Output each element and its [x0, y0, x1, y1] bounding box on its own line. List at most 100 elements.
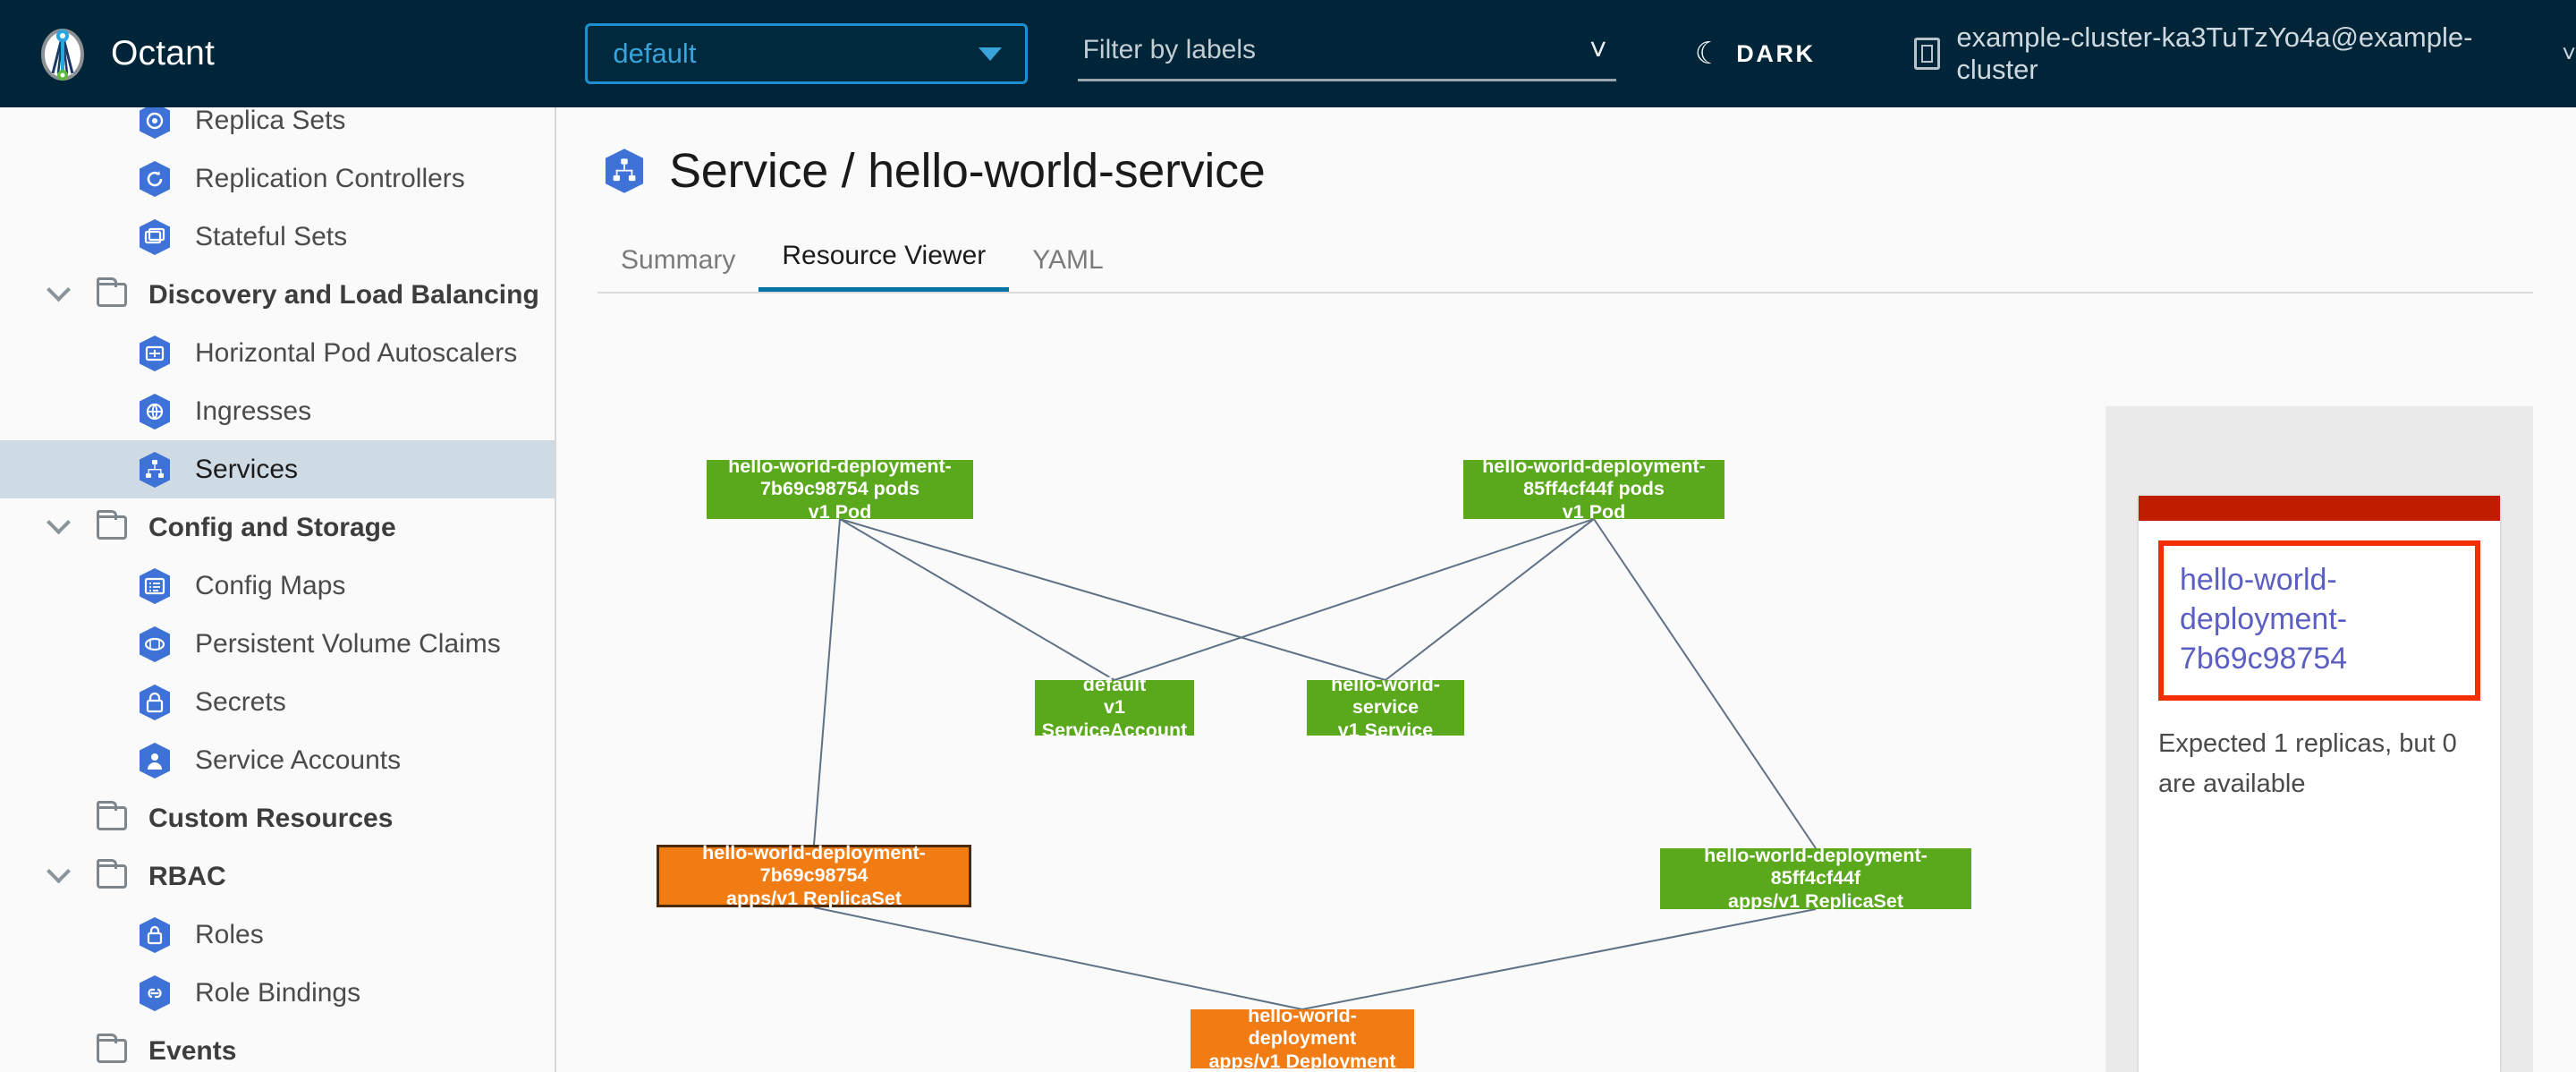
sidebar-item-label: Replica Sets [195, 107, 346, 135]
sidebar-item-ingresses[interactable]: Ingresses [0, 382, 555, 440]
chevron-down-icon[interactable] [47, 277, 97, 303]
brand[interactable]: Octant [0, 25, 547, 82]
sidebar-item-stateful-sets[interactable]: Stateful Sets [0, 208, 555, 266]
sidebar-item-horizontal-pod-autoscalers[interactable]: Horizontal Pod Autoscalers [0, 324, 555, 382]
sidebar-item-secrets[interactable]: Secrets [0, 673, 555, 731]
sidebar-item-rbac[interactable]: RBAC [0, 847, 555, 906]
tab-resource-viewer[interactable]: Resource Viewer [758, 241, 1010, 292]
k8s-pvc-icon [136, 625, 174, 663]
label-filter-input[interactable]: Filter by labels ˅ [1077, 26, 1616, 81]
sidebar-item-label: Roles [195, 919, 264, 949]
k8s-statefulset-icon [136, 218, 174, 256]
folder-icon [97, 510, 127, 540]
graph-node-kind: apps/v1 ReplicaSet [1728, 889, 1903, 912]
chevron-down-icon[interactable] [47, 510, 97, 536]
cluster-label: example-cluster-ka3TuTzYo4a@example-clus… [1956, 21, 2473, 85]
detail-panel: hello-world-deployment-7b69c98754 Expect… [2106, 406, 2533, 1072]
moon-icon: ☾ [1694, 37, 1723, 71]
sidebar-item-service-accounts[interactable]: Service Accounts [0, 731, 555, 789]
sidebar-item-replica-sets[interactable]: Replica Sets [0, 107, 555, 149]
detail-resource-link[interactable]: hello-world-deployment-7b69c98754 [2180, 563, 2348, 676]
sidebar-item-label: Replication Controllers [195, 163, 465, 193]
sidebar-item-label: Events [148, 1035, 237, 1066]
detail-message: Expected 1 replicas, but 0 are available [2158, 728, 2457, 798]
detail-card-body: hello-world-deployment-7b69c98754 Expect… [2139, 521, 2500, 829]
folder-icon [97, 801, 127, 830]
page-title: Service / hello-world-service [669, 144, 1266, 198]
chevron-down-icon [978, 47, 1002, 61]
sidebar-item-label: Custom Resources [148, 803, 394, 833]
k8s-serviceaccount-icon [136, 742, 174, 779]
graph-node-name: default [1082, 673, 1147, 695]
graph-node-name: hello-world-deployment [1248, 1004, 1357, 1050]
graph-node-kind: v1 ServiceAccount [1041, 696, 1188, 741]
sidebar-item-label: Services [195, 454, 299, 484]
k8s-hpa-icon [136, 335, 174, 372]
graph-edge [839, 518, 1386, 681]
octant-logo-icon [34, 25, 91, 82]
graph-node-kind: apps/v1 ReplicaSet [726, 887, 902, 909]
graph-node-kind: v1 Pod [808, 500, 872, 523]
theme-toggle[interactable]: ☾ DARK [1695, 38, 1816, 69]
folder-icon [97, 277, 127, 307]
sidebar-item-label: Horizontal Pod Autoscalers [195, 337, 518, 368]
tab-yaml[interactable]: YAML [1032, 245, 1104, 275]
sidebar-item-label: Discovery and Load Balancing [148, 279, 539, 310]
graph-node-name: hello-world-service [1331, 673, 1440, 719]
detail-link-box[interactable]: hello-world-deployment-7b69c98754 [2158, 540, 2480, 701]
graph-node-name: hello-world-deployment-7b69c98754 [702, 841, 926, 887]
sidebar-item-persistent-volume-claims[interactable]: Persistent Volume Claims [0, 615, 555, 673]
tab-summary[interactable]: Summary [621, 245, 736, 275]
graph-edge [813, 906, 1303, 1010]
tab-bar[interactable]: Summary Resource Viewer YAML [597, 229, 2533, 294]
sidebar-item-role-bindings[interactable]: Role Bindings [0, 964, 555, 1022]
namespace-value: default [613, 38, 697, 69]
k8s-replicationcontroller-icon [136, 160, 174, 198]
k8s-rolebinding-icon [136, 974, 174, 1012]
page-header: Service / hello-world-service [558, 107, 2576, 199]
cluster-icon [1913, 38, 1941, 70]
graph-node-name: hello-world-deployment-85ff4cf44f [1704, 844, 1928, 889]
graph-node-kind: v1 Service [1337, 719, 1434, 741]
chevron-down-icon[interactable]: ˅ [1589, 32, 1607, 67]
sidebar-item-label: Stateful Sets [195, 221, 348, 251]
folder-icon [97, 1034, 127, 1063]
graph-edge [813, 518, 841, 846]
namespace-select[interactable]: default [585, 23, 1028, 84]
cluster-selector[interactable]: example-cluster-ka3TuTzYo4a@example-clus… [1913, 21, 2576, 86]
sidebar-item-config-maps[interactable]: Config Maps [0, 557, 555, 615]
sidebar-item-label: RBAC [148, 861, 226, 891]
sidebar-item-services[interactable]: Services [0, 440, 555, 498]
k8s-service-icon [601, 148, 648, 194]
sidebar-item-roles[interactable]: Roles [0, 906, 555, 964]
graph-node-kind: apps/v1 Deployment [1208, 1050, 1396, 1072]
sidebar-item-config-and-storage[interactable]: Config and Storage [0, 498, 555, 557]
graph-edge [839, 518, 1115, 681]
sidebar-item-custom-resources[interactable]: Custom Resources [0, 789, 555, 847]
graph-edge [1114, 518, 1595, 681]
sidebar-item-label: Ingresses [195, 396, 312, 426]
sidebar-item-label: Config Maps [195, 570, 346, 600]
status-badge [2139, 496, 2500, 521]
sidebar-item-label: Config and Storage [148, 512, 396, 542]
sidebar-item-events[interactable]: Events [0, 1022, 555, 1072]
graph-edges [813, 518, 1817, 1010]
graph-edge [1593, 518, 1817, 849]
sidebar-item-discovery-and-load-balancing[interactable]: Discovery and Load Balancing [0, 266, 555, 324]
sidebar-item-replication-controllers[interactable]: Replication Controllers [0, 149, 555, 208]
graph-edge [1301, 908, 1817, 1010]
chevron-down-icon[interactable] [47, 859, 97, 885]
chevron-down-icon: ˅ [2562, 39, 2576, 67]
graph-node-kind: v1 Pod [1562, 500, 1626, 523]
